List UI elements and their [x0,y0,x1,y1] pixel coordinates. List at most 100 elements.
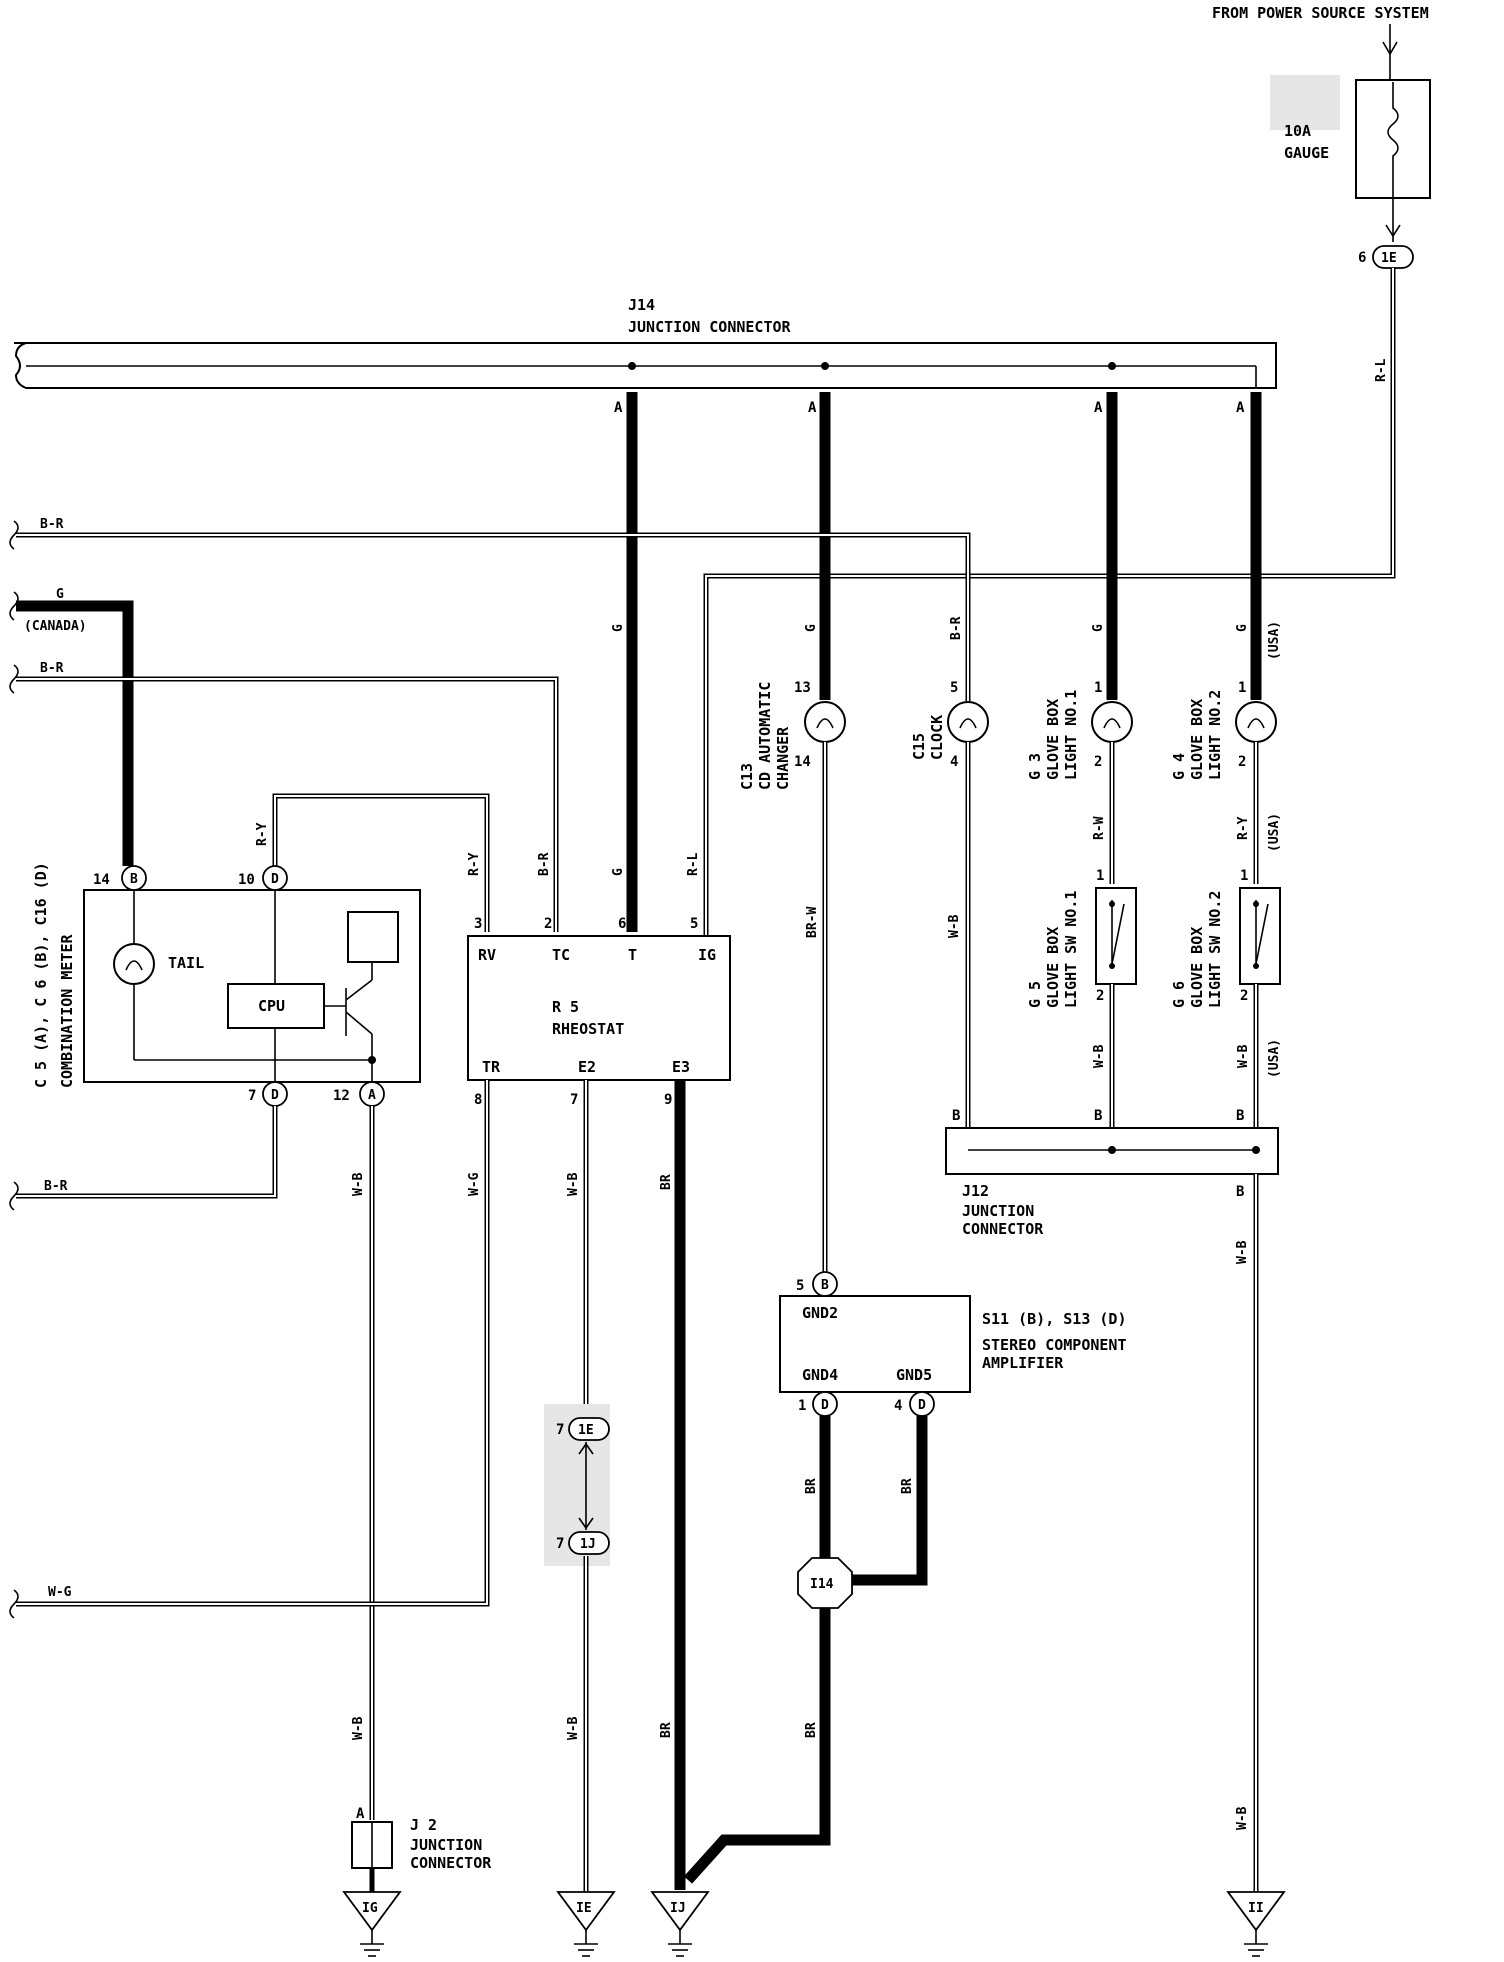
meter-pin-7: 7 [248,1088,256,1104]
c15-bulb-icon [947,701,989,743]
rheostat-term-tc: TC [552,946,570,964]
wire-b-r-1: B-R [40,517,64,532]
ground-ie [556,1891,616,1957]
g5-switch-box [1095,887,1137,985]
wire-g-t: G [611,868,626,876]
splice-i14 [797,1557,853,1609]
wire-g3: G [1091,624,1106,632]
meter-indicator-box [347,911,399,963]
g4-name2: LIGHT NO.2 [1206,690,1224,780]
amp-pin-5: 5 [796,1278,804,1294]
amp-name1: STEREO COMPONENT [982,1336,1127,1354]
rheostat-term-rv: RV [478,946,496,964]
wire-r-w: R-W [1092,816,1107,840]
wire-w-g-8: W-G [467,1172,482,1196]
wire-w-b-g5: W-B [1092,1044,1107,1068]
c15-id: C15 [910,733,928,760]
c13-bulb-icon [804,701,846,743]
g4-bulb-icon [1235,701,1277,743]
wire-w-b-g6: W-B [1236,1044,1251,1068]
wire-w-b-low3: W-B [1235,1806,1250,1830]
meter-tail: TAIL [168,954,204,972]
c13-name2: CHANGER [774,726,792,790]
tail-filament-icon [125,960,143,971]
c15-pin-top: 5 [950,680,958,696]
meter-pin-b: B [130,872,138,887]
j2-id: J 2 [410,1816,437,1834]
wire-w-b-clock: W-B [947,914,962,938]
wire-b-r-2: B-R [40,661,64,676]
g5-switch-icon [1111,903,1125,965]
rheostat-pin-8: 8 [474,1092,482,1108]
g6-switch-icon [1255,903,1269,965]
g6-switch-box [1239,887,1281,985]
ground-ig-label: IG [362,1901,378,1916]
rheostat-box [467,935,731,1081]
ground-ij [650,1891,710,1957]
amp-id: S11 (B), S13 (D) [982,1310,1127,1328]
cpu-box [227,983,325,1029]
c15-name: CLOCK [928,715,946,760]
fuse-arrow-icon [1385,224,1401,238]
wire-b-r-3: B-R [44,1179,68,1194]
c13-id: C13 [738,763,756,790]
rheostat-pin-9: 9 [664,1092,672,1108]
g6-pin-bot: 2 [1240,988,1248,1004]
rheostat-pin-7: 7 [570,1092,578,1108]
fuse-icon [1387,82,1399,198]
wire-r-y-g4: R-Y [1236,816,1251,840]
g5-pin-bot: 2 [1096,988,1104,1004]
g5-pin-top: 1 [1096,868,1104,884]
wire-r-l-ig: R-L [686,852,701,876]
fuse-connector: 1E [1381,251,1397,266]
g3-bulb-icon [1091,701,1133,743]
g5-name2: LIGHT SW NO.1 [1062,891,1080,1008]
meter-pin-a: A [368,1088,376,1103]
conn-arrow-down-icon [578,1517,594,1530]
fuse-rating: 10A [1284,122,1311,140]
g6-name2: LIGHT SW NO.2 [1206,891,1224,1008]
wire-w-b-7: W-B [566,1172,581,1196]
c13-pin-top: 13 [794,680,811,696]
power-source-label: FROM POWER SOURCE SYSTEM [1212,4,1429,22]
meter-pin-10: 10 [238,872,255,888]
g4-name1: GLOVE BOX [1188,699,1206,780]
amp-gnd5: GND5 [896,1366,932,1384]
ground-ie-label: IE [576,1901,592,1916]
j14-pin-a-4: A [1236,400,1245,416]
meter-cpu: CPU [258,997,285,1015]
j12-pin-b-3: B [1236,1108,1244,1124]
j14-pin-a-3: A [1094,400,1103,416]
rheostat-pin-3: 3 [474,916,482,932]
amp-pin-d2: D [918,1398,926,1413]
fuse-name: GAUGE [1284,144,1329,162]
ground-ii-label: II [1248,1901,1264,1916]
conn-1e-pin: 7 [556,1422,564,1438]
j2-pin: A [356,1806,365,1822]
rheostat-term-e2: E2 [578,1058,596,1076]
g5-name1: GLOVE BOX [1044,927,1062,1008]
wire-br-gnd5: BR [900,1478,915,1494]
ground-ij-label: IJ [670,1901,686,1916]
amp-pin-b: B [821,1278,829,1293]
ground-ig [342,1891,402,1957]
j12-id: J12 [962,1182,989,1200]
wire-g4: G [1235,624,1250,632]
conn-1e-label: 1E [578,1423,594,1438]
amp-gnd2: GND2 [802,1304,838,1322]
wire-r-y-rv: R-Y [467,852,482,876]
j14-id: J14 [628,296,655,314]
rheostat-pin-2: 2 [544,916,552,932]
wire-w-b-low1: W-B [351,1716,366,1740]
wire-br-gnd4: BR [804,1478,819,1494]
tail-bulb-icon [113,943,155,985]
j12-pin-b-4: B [1236,1184,1244,1200]
wire-br-9: BR [659,1174,674,1190]
wire-canada: (CANADA) [24,619,87,634]
g3-pin-top: 1 [1094,680,1102,696]
rheostat-id: R 5 [552,998,579,1016]
wire-g2: G [804,624,819,632]
rheostat-pin-5: 5 [690,916,698,932]
rheostat-name: RHEOSTAT [552,1020,624,1038]
